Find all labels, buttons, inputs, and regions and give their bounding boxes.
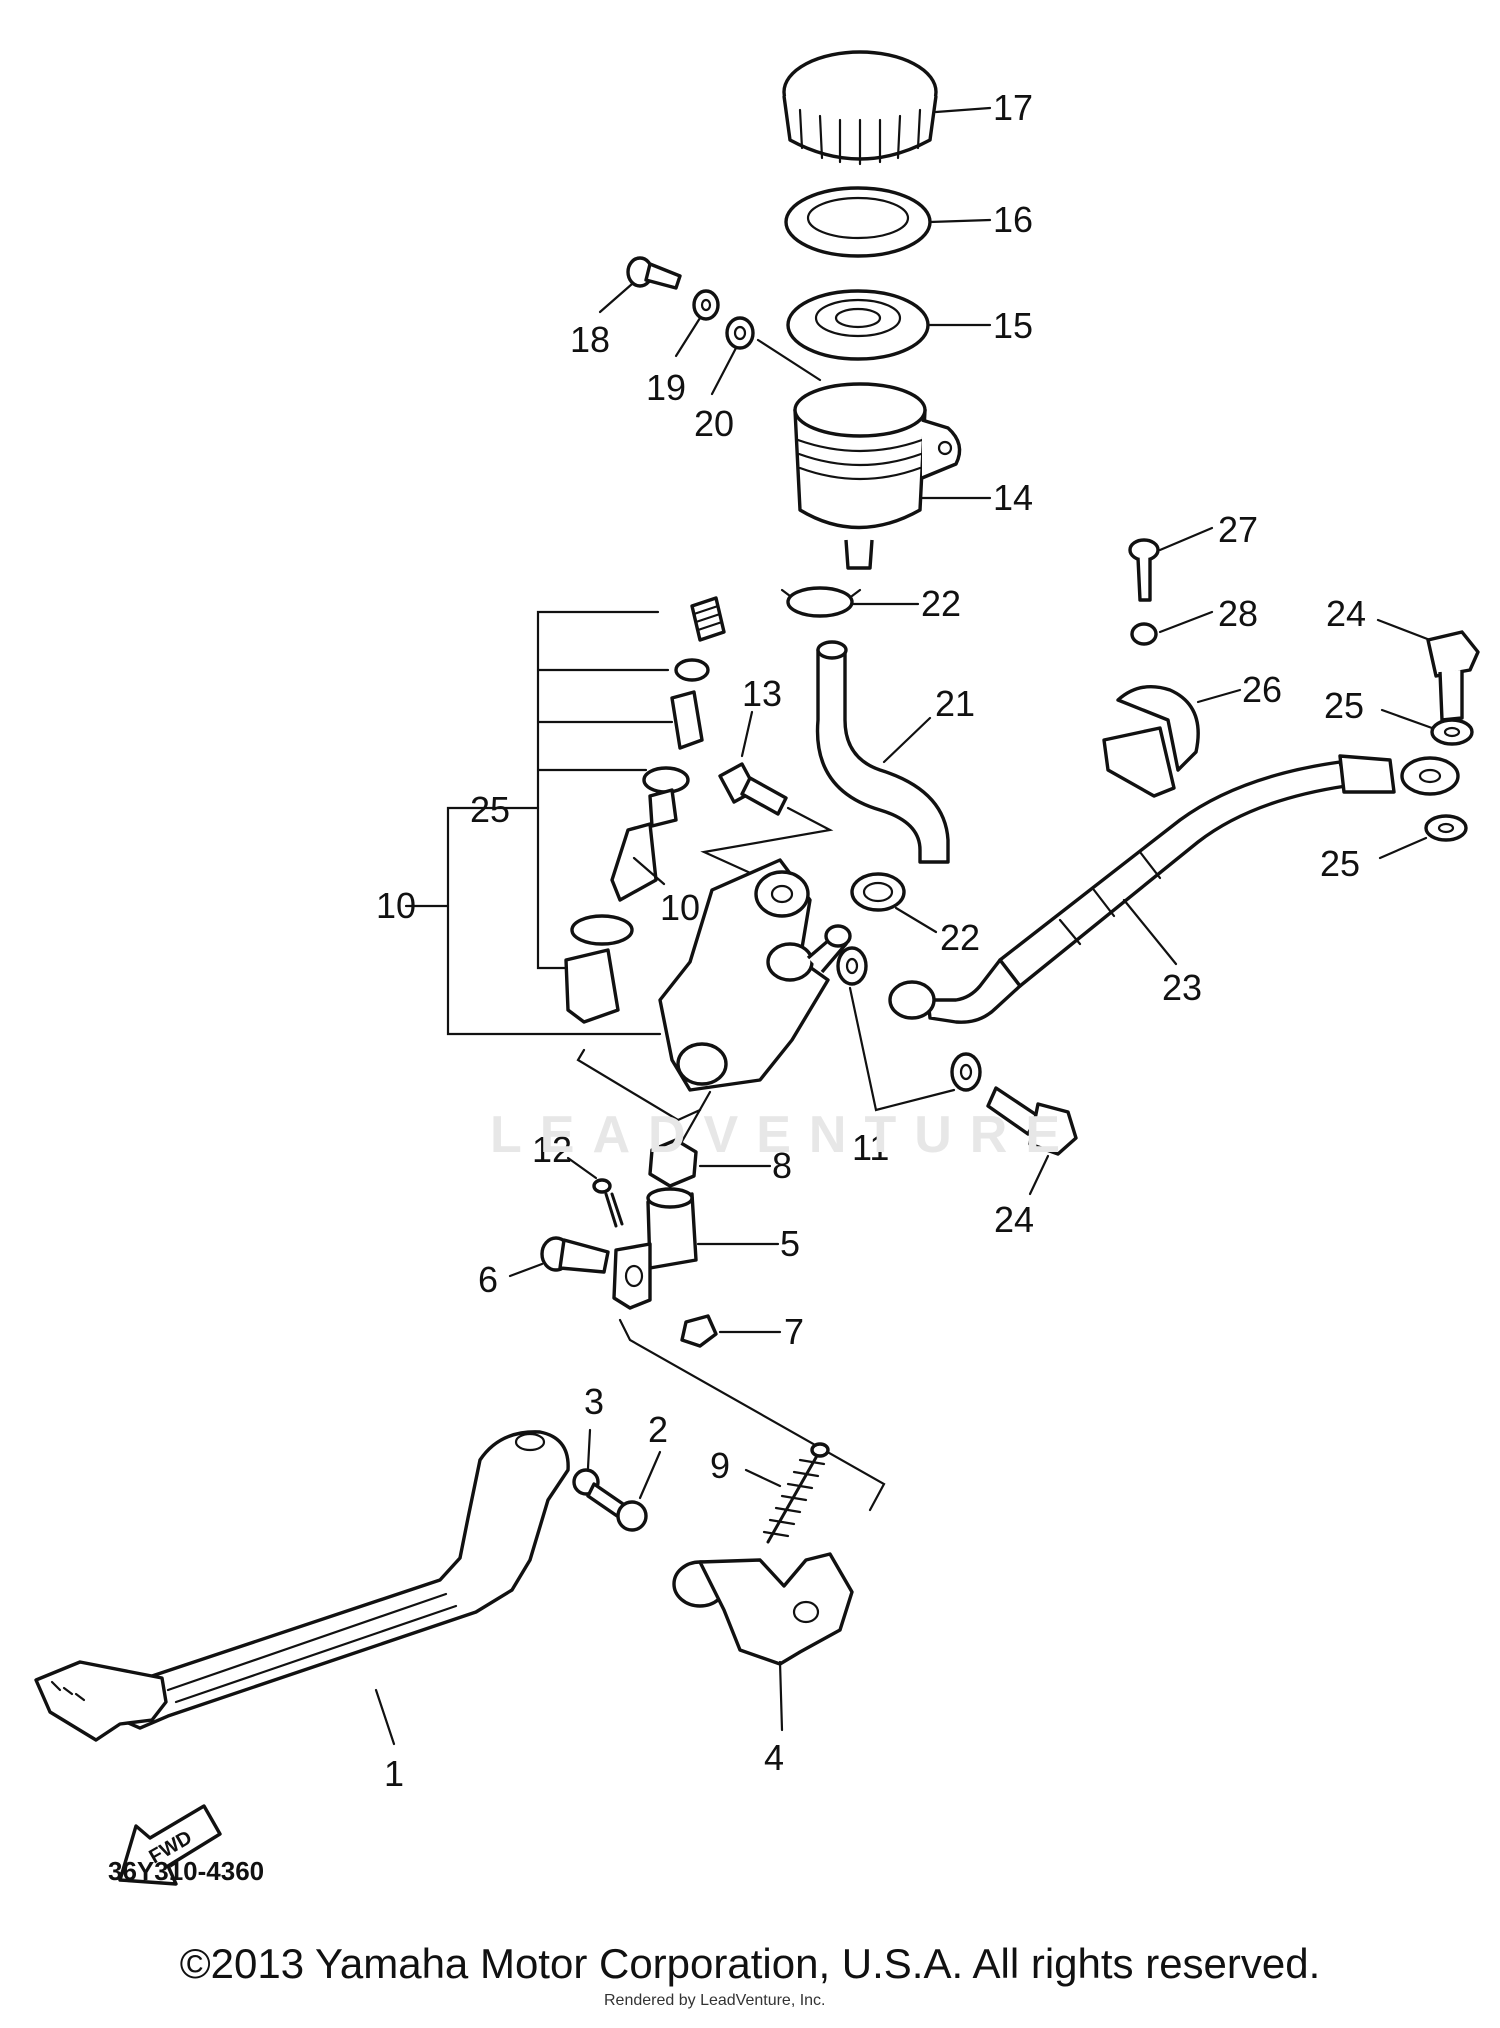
part-9-return-spring[interactable] bbox=[762, 1442, 830, 1544]
callout-9: 9 bbox=[710, 1445, 730, 1486]
callout-7: 7 bbox=[784, 1311, 804, 1352]
callout-21: 21 bbox=[935, 683, 975, 724]
part-19-washer[interactable] bbox=[692, 289, 720, 321]
callout-24-lower: 24 bbox=[994, 1199, 1034, 1240]
part-25-washer-right[interactable] bbox=[1424, 814, 1468, 842]
part-22-hose-clamp-lower[interactable] bbox=[850, 872, 906, 912]
callout-26: 26 bbox=[1242, 669, 1282, 710]
callout-28: 28 bbox=[1218, 593, 1258, 634]
render-credit: Rendered by LeadVenture, Inc. bbox=[604, 1992, 826, 2009]
callout-2: 2 bbox=[648, 1409, 668, 1450]
part-13-bolt[interactable] bbox=[718, 762, 788, 816]
callout-5: 5 bbox=[780, 1223, 800, 1264]
callout-13: 13 bbox=[742, 673, 782, 714]
part-5-push-rod-clevis[interactable] bbox=[612, 1187, 698, 1310]
callout-10-inner: 10 bbox=[660, 887, 700, 928]
callout-3: 3 bbox=[584, 1381, 604, 1422]
callout-25-upper: 25 bbox=[1324, 685, 1364, 726]
part-17-reservoir-cap[interactable] bbox=[782, 50, 938, 166]
part-6-clevis-pin[interactable] bbox=[540, 1236, 610, 1274]
part-25-washer-lower[interactable] bbox=[950, 1052, 982, 1092]
callout-22-lower: 22 bbox=[940, 917, 980, 958]
callout-25-right: 25 bbox=[1320, 843, 1360, 884]
callout-23: 23 bbox=[1162, 967, 1202, 1008]
part-4-brake-shaft[interactable] bbox=[672, 1552, 854, 1666]
part-22-hose-clamp-upper[interactable] bbox=[780, 586, 862, 618]
part-12-nut[interactable] bbox=[648, 1138, 698, 1188]
part-18-screw[interactable] bbox=[626, 256, 682, 290]
part-25-washer-upper[interactable] bbox=[1430, 718, 1474, 746]
callout-12: 8 bbox=[772, 1145, 792, 1186]
callout-20: 20 bbox=[694, 403, 734, 444]
callout-15: 15 bbox=[993, 305, 1033, 346]
copyright-notice: ©2013 Yamaha Motor Corporation, U.S.A. A… bbox=[179, 1940, 1321, 1987]
part-24-banjo-bolt-lower[interactable] bbox=[986, 1086, 1078, 1156]
callout-19: 19 bbox=[646, 367, 686, 408]
callout-17: 17 bbox=[993, 87, 1033, 128]
callout-1: 1 bbox=[384, 1753, 404, 1794]
callout-24-upper: 24 bbox=[1326, 593, 1366, 634]
callout-25-lower: 11 bbox=[852, 1127, 889, 1168]
part-15-diaphragm[interactable] bbox=[786, 289, 930, 361]
callout-11: 25 bbox=[470, 789, 510, 830]
callout-27: 27 bbox=[1218, 509, 1258, 550]
part-20-washer[interactable] bbox=[725, 316, 755, 350]
part-24-banjo-bolt-upper[interactable] bbox=[1426, 630, 1480, 722]
watermark-text: LEADVENTURE bbox=[490, 1106, 1079, 1164]
callout-8: 12 bbox=[532, 1129, 572, 1170]
part-26-hose-bracket[interactable] bbox=[1102, 685, 1200, 798]
callout-18: 18 bbox=[570, 319, 610, 360]
callout-6: 6 bbox=[478, 1259, 498, 1300]
part-1-brake-pedal[interactable] bbox=[34, 1430, 570, 1742]
part-23-brake-hose[interactable] bbox=[888, 754, 1460, 1024]
part-11-piston-kit[interactable] bbox=[564, 596, 726, 1024]
part-8-cotter-pin[interactable] bbox=[592, 1178, 624, 1228]
part-28-nut[interactable] bbox=[1130, 622, 1158, 646]
part-7-nut[interactable] bbox=[680, 1314, 718, 1348]
diagram-code: 36Y310-4360 bbox=[108, 1856, 265, 1886]
part-16-diaphragm-plate[interactable] bbox=[784, 186, 932, 258]
callout-4: 4 bbox=[764, 1737, 784, 1778]
part-27-bolt[interactable] bbox=[1128, 538, 1160, 602]
part-14-reservoir[interactable] bbox=[793, 382, 962, 570]
callout-14: 14 bbox=[993, 477, 1033, 518]
part-21-reservoir-hose[interactable] bbox=[815, 640, 950, 864]
callout-16: 16 bbox=[993, 199, 1033, 240]
callout-22-upper: 22 bbox=[921, 583, 961, 624]
part-25-washer-left[interactable] bbox=[836, 946, 868, 986]
part-master-cylinder-body[interactable] bbox=[658, 858, 852, 1092]
fwd-arrow-icon: FWD bbox=[118, 1804, 222, 1886]
part-2-bolt[interactable] bbox=[586, 1482, 648, 1532]
